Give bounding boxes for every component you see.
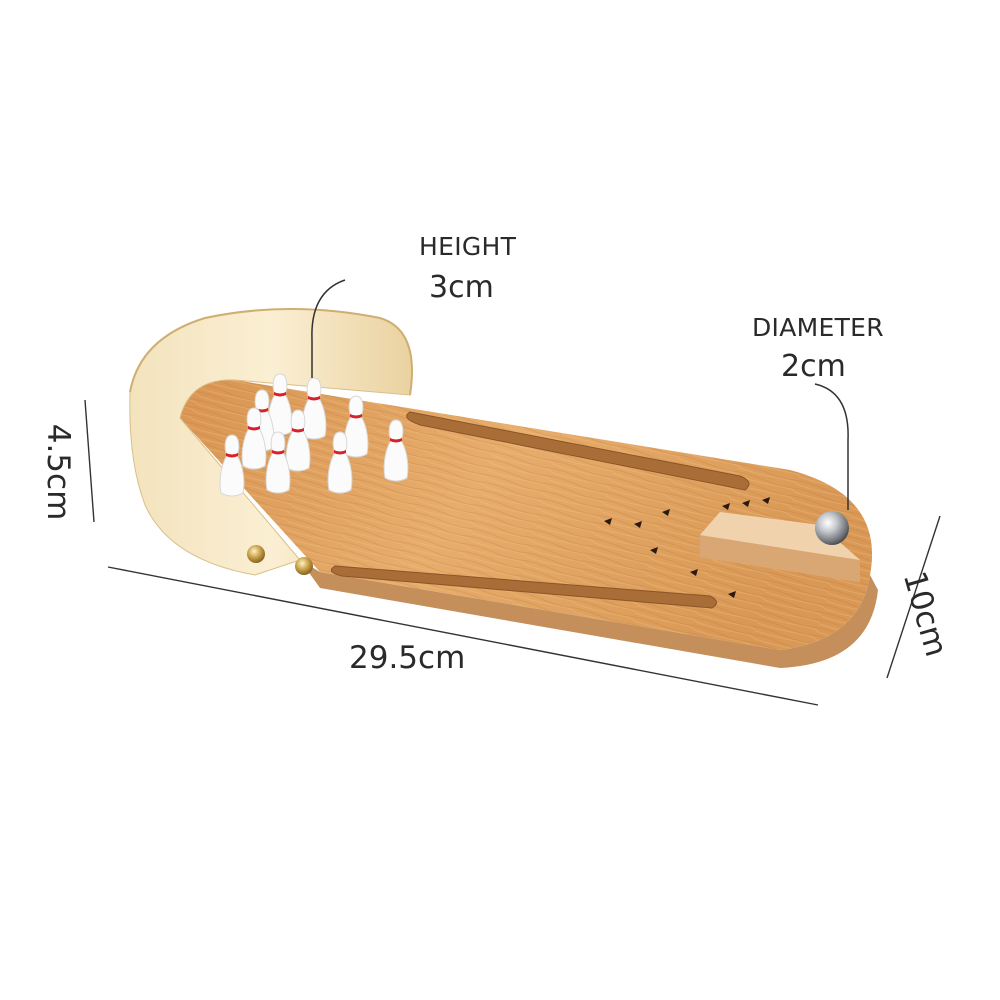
bowling-pins bbox=[219, 373, 409, 497]
rivet-right bbox=[295, 557, 313, 575]
rivet-left bbox=[247, 545, 265, 563]
upper-gutter bbox=[406, 411, 750, 491]
lower-gutter bbox=[330, 565, 717, 609]
height-leader-line bbox=[311, 279, 346, 378]
dimension-line-length bbox=[107, 566, 819, 706]
lane-arrows bbox=[604, 497, 770, 598]
bowling-pin bbox=[267, 373, 293, 436]
bowling-pin bbox=[301, 377, 327, 440]
ball-diameter-value: 2cm bbox=[781, 349, 846, 384]
back-wall-rim bbox=[129, 308, 413, 396]
bowling-pin bbox=[343, 395, 369, 458]
length-dimension-label: 29.5cm bbox=[349, 640, 466, 676]
bowling-pin bbox=[327, 431, 353, 494]
bowling-pin bbox=[241, 407, 267, 470]
pin-height-value: 3cm bbox=[429, 270, 494, 305]
steel-ball bbox=[815, 511, 849, 545]
pin-height-title: HEIGHT bbox=[419, 232, 517, 261]
ball-diameter-title: DIAMETER bbox=[752, 313, 884, 342]
bowling-pin bbox=[285, 409, 311, 472]
diameter-leader-line bbox=[814, 383, 849, 510]
height-dimension-label: 4.5cm bbox=[40, 423, 76, 521]
board-edge bbox=[300, 560, 878, 668]
dimension-line-width bbox=[886, 515, 941, 679]
bowling-pin bbox=[265, 431, 291, 494]
bowling-pin bbox=[219, 434, 245, 497]
bowling-pin bbox=[383, 419, 409, 482]
dimension-line-height bbox=[84, 399, 95, 523]
